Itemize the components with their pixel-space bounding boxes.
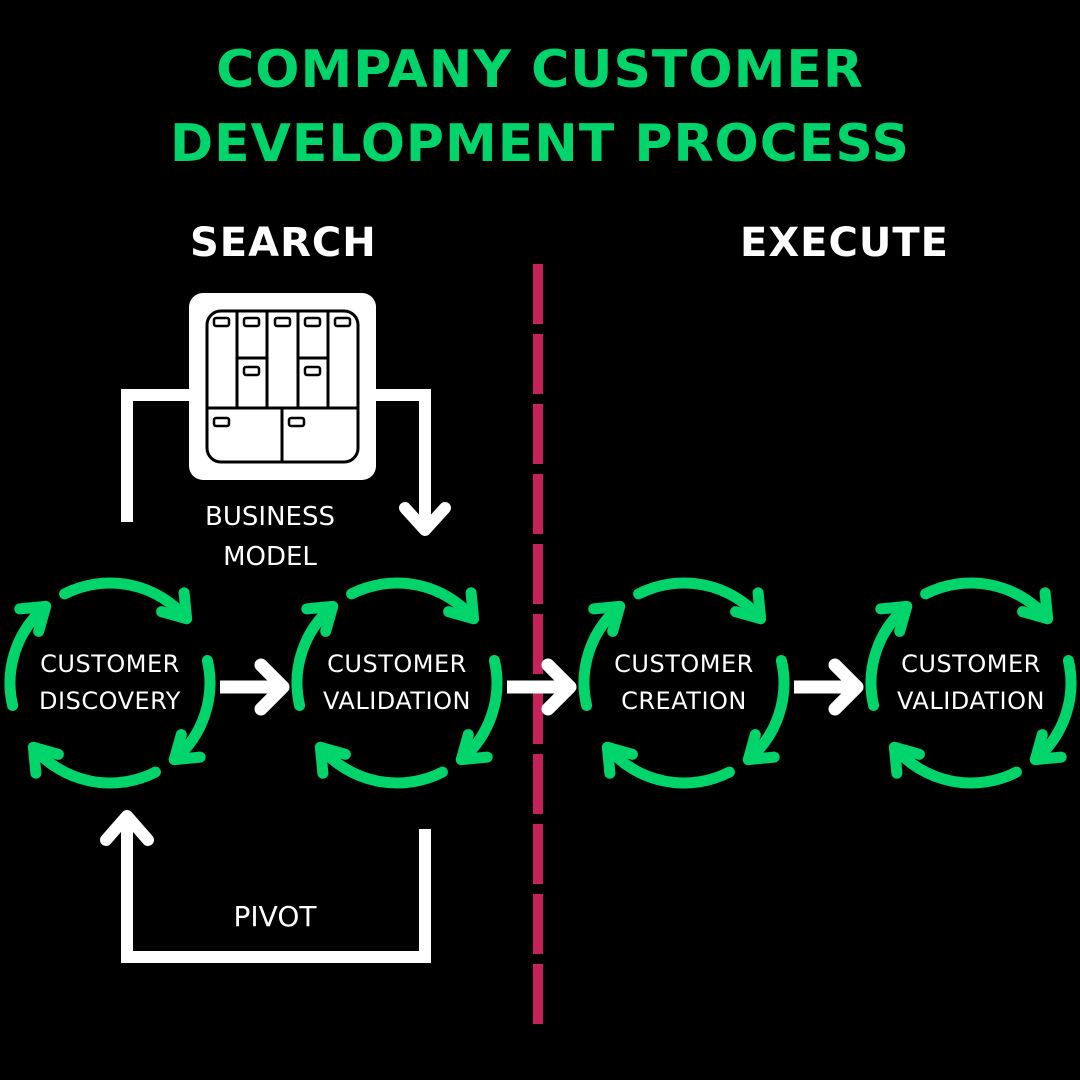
flow-arrow-icon: [794, 658, 864, 716]
cycle-arc-bottom: [888, 741, 1022, 789]
cycle-arc-bottom: [314, 741, 448, 789]
stage-label-customer-creation: CUSTOMER CREATION: [584, 646, 784, 720]
cycle-arrowhead-icon: [27, 741, 64, 779]
flow-arrow-head: [541, 658, 577, 716]
cycle-arrowhead-icon: [742, 729, 780, 766]
cycle-arc-left: [865, 600, 913, 711]
loop-right-connector: [365, 389, 431, 528]
cycle-arc-right: [168, 655, 216, 766]
section-heading-execute: EXECUTE: [740, 220, 949, 266]
cycle-arrowhead-icon: [730, 587, 767, 625]
cycle-1: [4, 577, 216, 789]
pivot-up-arrowhead: [100, 810, 154, 846]
cycle-arc-left: [4, 600, 52, 711]
flow-arrow-head: [254, 658, 290, 716]
stage-label-line-1: CUSTOMER: [327, 650, 467, 678]
stage-label-customer-validation-search: CUSTOMER VALIDATION: [297, 646, 497, 720]
business-model-label: BUSINESS MODEL: [170, 497, 370, 577]
cycle-arrowhead-icon: [888, 741, 925, 779]
cycle-arrowhead-icon: [301, 600, 339, 637]
pivot-loop: [100, 810, 431, 963]
stage-label-customer-validation-execute: CUSTOMER VALIDATION: [871, 646, 1071, 720]
cycle-arrowhead-icon: [455, 729, 493, 766]
flow-arrow-icon: [507, 658, 577, 716]
cycle-arc-bottom: [601, 741, 735, 789]
cycle-arrowhead-icon: [1017, 587, 1054, 625]
cycle-arrowhead-icon: [314, 741, 351, 779]
loop-left-connector: [121, 389, 200, 522]
business-model-label-line-1: BUSINESS: [205, 502, 335, 532]
cycle-arrowhead-icon: [14, 600, 52, 637]
stage-label-line-1: CUSTOMER: [614, 650, 754, 678]
cycle-arc-right: [1029, 655, 1077, 766]
cycle-arc-top: [59, 577, 193, 625]
cycle-4: [865, 577, 1077, 789]
cycle-arc-left: [578, 600, 626, 711]
cycle-arrowhead-icon: [1029, 729, 1067, 766]
cycle-arc-right: [455, 655, 503, 766]
stage-label-line-2: VALIDATION: [323, 687, 471, 715]
title-line-1: COMPANY CUSTOMER: [216, 40, 864, 100]
business-model-label-line-2: MODEL: [223, 542, 317, 572]
cycle-2: [291, 577, 503, 789]
cycle-arc-top: [633, 577, 767, 625]
loop-down-arrowhead: [399, 502, 451, 536]
cycle-arc-left: [291, 600, 339, 711]
business-model-loop: [121, 389, 451, 536]
cycle-arrowhead-icon: [588, 600, 626, 637]
flow-arrow-icon: [220, 658, 290, 716]
cycle-arc-bottom: [27, 741, 161, 789]
cycle-arrowhead-icon: [168, 729, 206, 766]
title-line-2: DEVELOPMENT PROCESS: [169, 114, 911, 174]
stage-label-line-1: CUSTOMER: [901, 650, 1041, 678]
cycle-arrowhead-icon: [156, 587, 193, 625]
stage-label-line-2: CREATION: [621, 687, 747, 715]
flow-arrow-head: [828, 658, 864, 716]
cycle-arrowhead-icon: [875, 600, 913, 637]
section-heading-search: SEARCH: [190, 220, 377, 266]
cycle-arc-top: [346, 577, 480, 625]
pivot-label: PIVOT: [233, 900, 317, 933]
stage-label-line-2: VALIDATION: [897, 687, 1045, 715]
cycle-arrowhead-icon: [443, 587, 480, 625]
cycle-arrowhead-icon: [601, 741, 638, 779]
cycle-arc-right: [742, 655, 790, 766]
stage-label-line-2: DISCOVERY: [39, 687, 181, 715]
stage-label-line-1: CUSTOMER: [40, 650, 180, 678]
pivot-connector: [121, 814, 431, 963]
business-model-canvas-icon: [189, 293, 376, 480]
cycle-3: [578, 577, 790, 789]
stage-label-customer-discovery: CUSTOMER DISCOVERY: [10, 646, 210, 720]
cycle-arc-top: [920, 577, 1054, 625]
